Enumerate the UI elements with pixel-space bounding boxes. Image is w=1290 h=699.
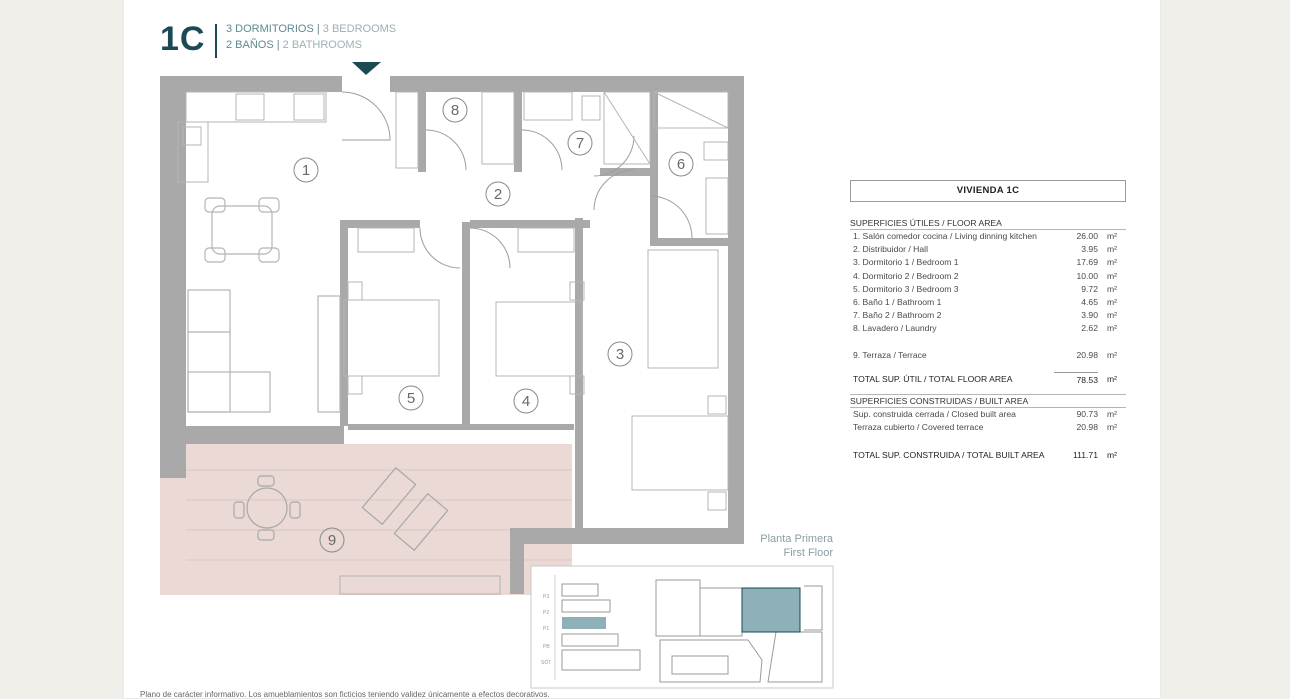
entrance-marker xyxy=(352,62,381,75)
terrace-decking xyxy=(186,469,572,561)
room-number-3: 3 xyxy=(616,346,624,363)
laundry-shelving xyxy=(395,91,515,169)
room-number-4: 4 xyxy=(522,393,530,410)
level-sot: SÓT xyxy=(541,659,551,666)
area-table: VIVIENDA 1C SUPERFICIES ÚTILES / FLOOR A… xyxy=(850,180,1126,462)
room-number-1: 1 xyxy=(302,162,310,179)
table-title: VIVIENDA 1C xyxy=(850,180,1126,202)
floor-area-header: SUPERFICIES ÚTILES / FLOOR AREA xyxy=(850,218,1126,230)
room-labels xyxy=(293,97,694,553)
level-p3: P3 xyxy=(543,594,549,600)
terrace-planter xyxy=(339,575,501,595)
level-pb: PB xyxy=(543,644,550,650)
total-built-area-row: TOTAL SUP. CONSTRUIDA / TOTAL BUILT AREA… xyxy=(853,450,1118,461)
key-plan: P3 P2 P1 PB SÓT xyxy=(530,565,834,689)
level-p1: P1 xyxy=(543,626,549,632)
header-divider xyxy=(215,24,217,58)
table-row: 1. Salón comedor cocina / Living dinning… xyxy=(853,231,1118,241)
room-number-9: 9 xyxy=(328,532,336,549)
kitchen-counter xyxy=(177,91,327,183)
room-number-7: 7 xyxy=(576,135,584,152)
bathroom-2-fixtures xyxy=(523,91,651,165)
floor-label: Planta Primera First Floor xyxy=(760,533,833,559)
bedroom-5-furniture xyxy=(343,227,440,395)
room-number-6: 6 xyxy=(677,156,685,173)
bathrooms-line: 2 BAÑOS | 2 BATHROOMS xyxy=(226,39,362,51)
room-number-5: 5 xyxy=(407,390,415,407)
sofa xyxy=(187,289,341,413)
terrace-edge xyxy=(160,478,186,595)
bathroom-1-fixtures xyxy=(653,91,729,235)
room-number-2: 2 xyxy=(494,186,502,203)
level-p2: P2 xyxy=(543,610,549,616)
terrace-furniture xyxy=(233,466,449,552)
bedroom-4-furniture xyxy=(495,227,585,395)
bedrooms-line: 3 DORMITORIOS | 3 BEDROOMS xyxy=(226,23,397,35)
door-swings xyxy=(341,91,693,269)
legal-note: Plano de carácter informativo. Los amueb… xyxy=(140,690,550,699)
dining-set xyxy=(204,197,280,263)
room-number-8: 8 xyxy=(451,102,459,119)
bedroom-3-furniture xyxy=(631,249,729,511)
table-row: Sup. construida cerrada / Closed built a… xyxy=(853,408,1118,419)
key-plan-unit-highlight xyxy=(741,587,801,633)
built-area-header: SUPERFICIES CONSTRUIDAS / BUILT AREA xyxy=(850,393,1126,408)
unit-code: 1C xyxy=(160,20,206,58)
key-plan-section-highlight xyxy=(562,617,606,629)
